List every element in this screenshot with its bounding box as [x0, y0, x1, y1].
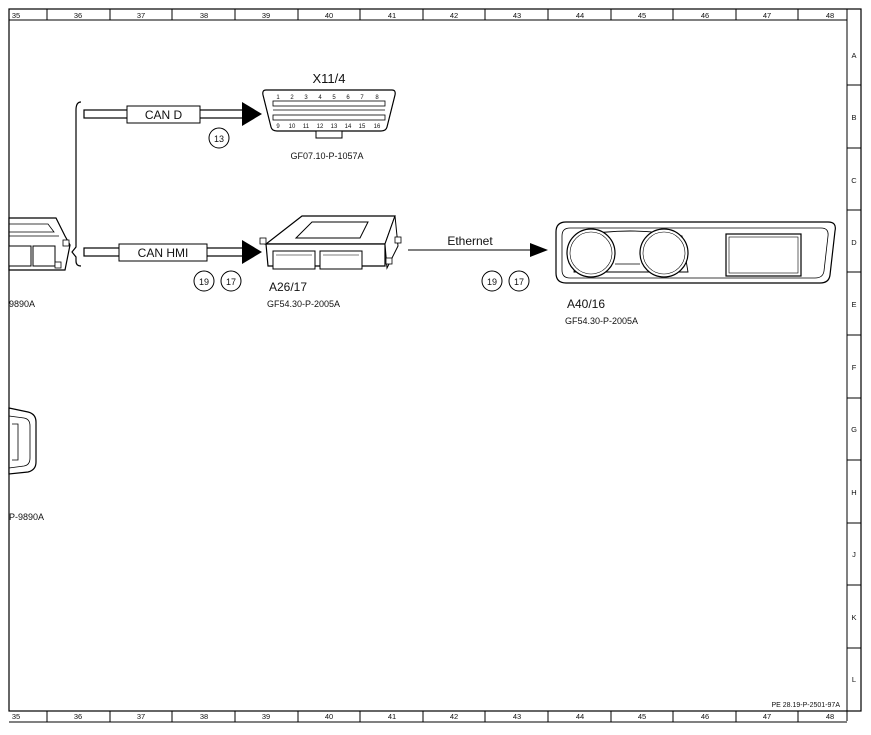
pin-number: 16 [374, 124, 381, 130]
ethernet-label: Ethernet [447, 234, 493, 248]
pin-number: 13 [331, 124, 338, 130]
col-label: 35 [12, 712, 20, 721]
col-label: 47 [763, 712, 771, 721]
row-ticks [847, 84, 861, 649]
column-labels-bottom: 35 36 37 38 39 40 41 42 43 44 45 46 47 4… [12, 712, 834, 721]
col-label: 40 [325, 11, 333, 20]
row-label: F [852, 363, 857, 372]
can-hmi-marker-2: 17 [226, 277, 236, 287]
ethernet-marker-2: 17 [514, 277, 524, 287]
col-label: 46 [701, 712, 709, 721]
row-label: A [851, 51, 856, 60]
ethernet-line: Ethernet 19 17 [408, 234, 548, 292]
col-label: 47 [763, 11, 771, 20]
col-label: 48 [826, 712, 834, 721]
pin-number: 12 [317, 124, 324, 130]
left-module-2-ref: P-9890A [9, 512, 44, 522]
row-label: C [851, 176, 857, 185]
left-module-1-ref: 9890A [9, 299, 35, 309]
pin-number: 1 [276, 95, 280, 101]
pin-number: 3 [304, 95, 308, 101]
row-label: L [852, 675, 856, 684]
a26-17-ref: GF54.30-P-2005A [267, 299, 340, 309]
pin-number: 4 [318, 95, 322, 101]
row-label: E [851, 300, 856, 309]
a40-16-label: A40/16 [567, 297, 605, 311]
col-label: 38 [200, 11, 208, 20]
pin-number: 11 [303, 124, 310, 130]
left-module-partial-1: 9890A [8, 217, 71, 309]
ethernet-marker-1: 19 [487, 277, 497, 287]
col-label: 39 [262, 712, 270, 721]
col-label: 36 [74, 712, 82, 721]
can-hmi-line: CAN HMI 19 17 [83, 240, 262, 292]
a26-17-module: A26/17 GF54.30-P-2005A [259, 215, 402, 309]
row-labels: A B C D E F G H J K L [851, 51, 857, 684]
pin-number: 2 [290, 95, 294, 101]
a26-17-label: A26/17 [269, 280, 307, 294]
can-d-marker: 13 [214, 134, 224, 144]
can-hmi-label: CAN HMI [138, 246, 189, 260]
a40-16-display: A40/16 GF54.30-P-2005A [555, 221, 836, 326]
pin-number: 5 [332, 95, 336, 101]
pin-number: 8 [375, 95, 379, 101]
x11-4-connector: X11/4 1 2 3 4 5 6 7 8 9 10 11 12 13 14 1… [262, 71, 396, 161]
pin-number: 10 [289, 124, 296, 130]
col-label: 44 [576, 712, 584, 721]
col-label: 43 [513, 712, 521, 721]
col-label: 42 [450, 712, 458, 721]
col-label: 45 [638, 11, 646, 20]
document-reference: PE 28.19-P-2501-97A [772, 702, 841, 709]
can-d-label: CAN D [145, 108, 183, 122]
col-label: 43 [513, 11, 521, 20]
row-label: G [851, 425, 857, 434]
bus-bracket [71, 101, 82, 267]
row-label: K [851, 613, 856, 622]
column-labels-top: 35 36 37 38 39 40 41 42 43 44 45 46 47 4… [12, 11, 834, 20]
row-label: B [851, 113, 856, 122]
pin-number: 6 [346, 95, 350, 101]
pin-number: 7 [360, 95, 364, 101]
col-label: 45 [638, 712, 646, 721]
col-label: 37 [137, 11, 145, 20]
col-label: 37 [137, 712, 145, 721]
col-label: 35 [12, 11, 20, 20]
col-label: 36 [74, 11, 82, 20]
x11-4-label: X11/4 [312, 71, 345, 86]
col-label: 41 [388, 11, 396, 20]
a40-16-ref: GF54.30-P-2005A [565, 316, 638, 326]
can-hmi-marker-1: 19 [199, 277, 209, 287]
row-label: D [851, 238, 857, 247]
row-label: H [851, 488, 856, 497]
col-label: 42 [450, 11, 458, 20]
column-ticks [46, 9, 799, 722]
col-label: 44 [576, 11, 584, 20]
pin-number: 9 [276, 124, 280, 130]
x11-4-ref: GF07.10-P-1057A [290, 151, 363, 161]
pin-number: 15 [359, 124, 366, 130]
col-label: 48 [826, 11, 834, 20]
pin-number: 14 [345, 124, 352, 130]
col-label: 38 [200, 712, 208, 721]
col-label: 41 [388, 712, 396, 721]
can-d-line: CAN D 13 [83, 102, 262, 149]
col-label: 46 [701, 11, 709, 20]
left-module-partial-2: P-9890A [8, 407, 44, 522]
row-label: J [852, 550, 856, 559]
col-label: 39 [262, 11, 270, 20]
col-label: 40 [325, 712, 333, 721]
